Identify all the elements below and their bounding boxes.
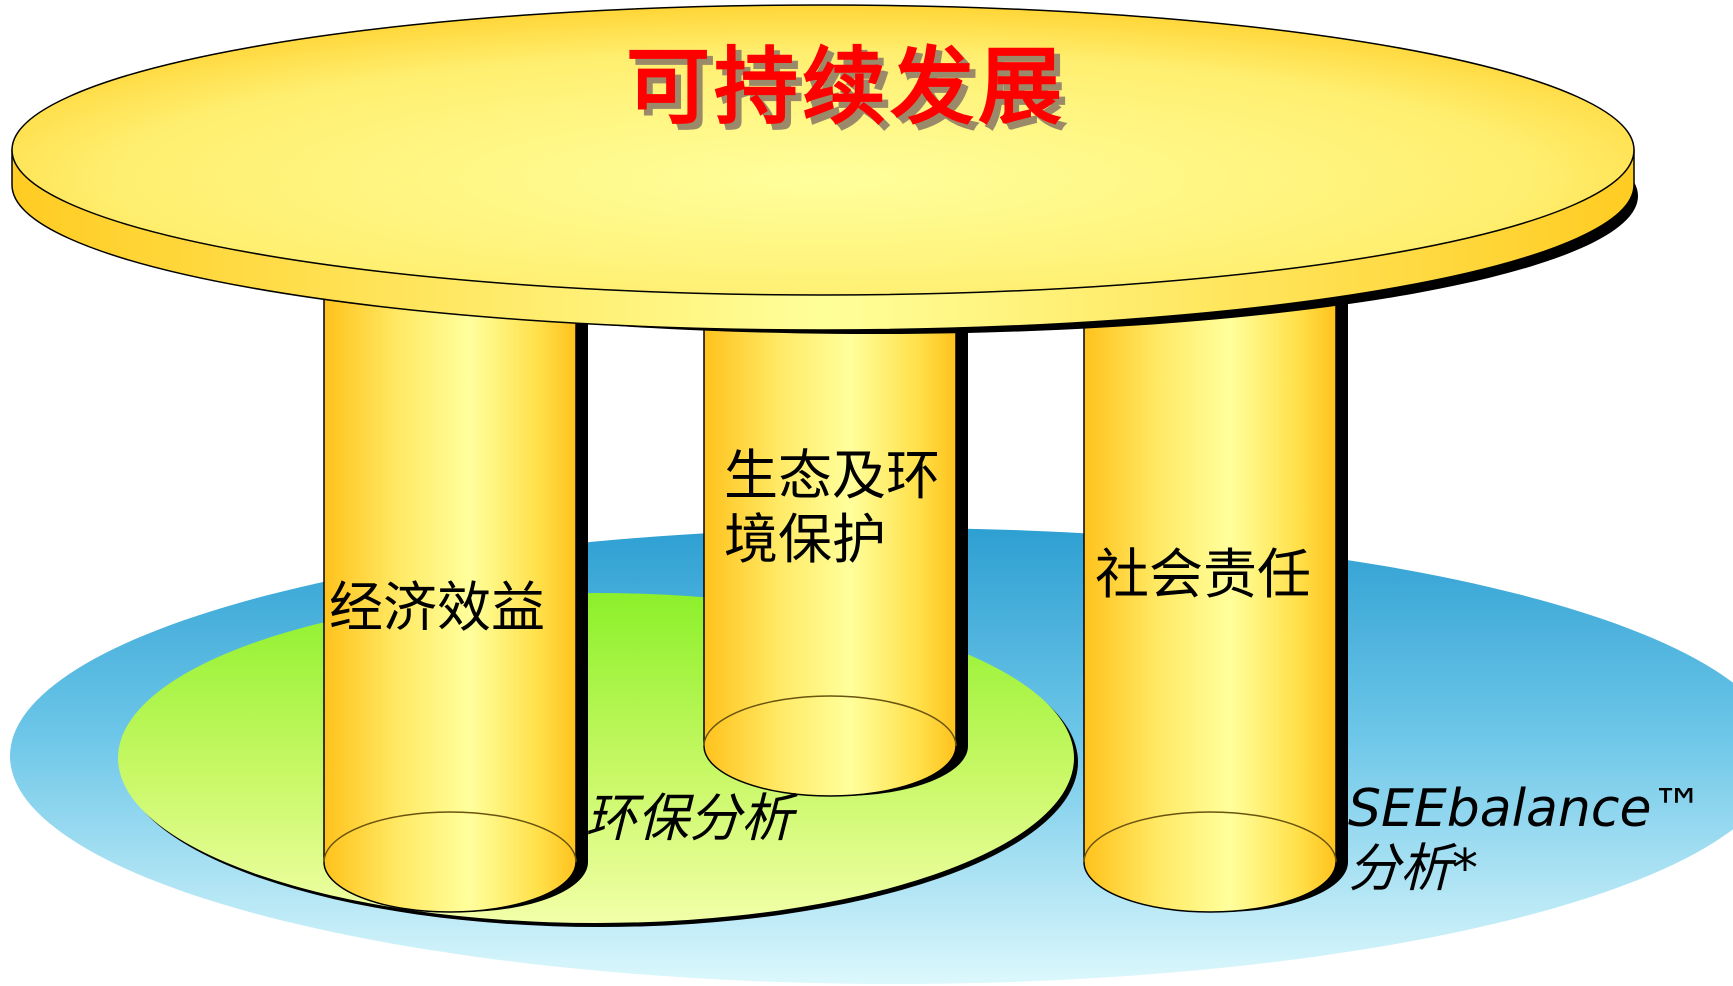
eco-analysis-label: 环保分析 xyxy=(585,789,798,849)
pillar-ecology-label-line1: 生态及环 xyxy=(724,444,940,507)
seebalance-label-line1: SEEbalance™ xyxy=(1348,779,1703,839)
seebalance-label-line2: 分析* xyxy=(1348,839,1478,899)
pillar-social-label: 社会责任 xyxy=(1095,543,1311,606)
pillar-economic xyxy=(323,289,588,913)
tabletop xyxy=(11,4,1638,334)
pillar-ecology xyxy=(703,319,968,797)
pillar-economic-label: 经济效益 xyxy=(329,576,545,639)
title-shadow: 可持续发展 xyxy=(632,44,1072,142)
pillar-ecology-label-line2: 境保护 xyxy=(724,508,886,571)
title: 可持续发展 xyxy=(626,38,1066,136)
pillar-social xyxy=(1083,289,1348,913)
